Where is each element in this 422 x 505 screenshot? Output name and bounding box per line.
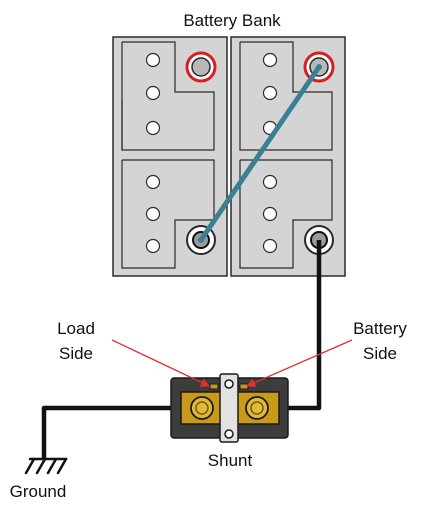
load-side-label-line1: Load xyxy=(57,319,95,338)
vent-cap-icon xyxy=(145,206,161,222)
battery-left xyxy=(112,36,228,277)
vent-cap-icon xyxy=(262,52,278,68)
ground-symbol-icon xyxy=(24,457,68,475)
sense-screw-icon xyxy=(224,379,234,389)
vent-cap-icon xyxy=(262,238,278,254)
shunt xyxy=(170,373,289,443)
vent-cap-icon xyxy=(145,174,161,190)
sense-screw-icon xyxy=(224,429,234,439)
jumper-cable xyxy=(198,64,322,243)
ground-cable xyxy=(41,405,205,458)
shunt-battery-bolt-icon xyxy=(245,396,269,420)
vent-cap-icon xyxy=(145,85,161,101)
battery-right xyxy=(230,36,346,277)
vent-cap-icon xyxy=(262,85,278,101)
vent-cap-icon xyxy=(145,52,161,68)
vent-cap-icon xyxy=(262,174,278,190)
battery-side-arrow xyxy=(246,339,353,387)
battery-side-label-line1: Battery xyxy=(353,319,407,338)
shunt-label: Shunt xyxy=(208,451,253,470)
jumper-end xyxy=(316,64,322,70)
vent-cap-icon xyxy=(145,120,161,136)
battery-side-label-line2: Side xyxy=(363,344,397,363)
shunt-load-bolt-icon xyxy=(190,396,214,420)
load-side-label-line2: Side xyxy=(59,344,93,363)
vent-cap-icon xyxy=(262,206,278,222)
battery-bank-title: Battery Bank xyxy=(183,11,281,30)
load-side-arrow xyxy=(111,339,210,387)
vent-cap-icon xyxy=(145,238,161,254)
ground-label: Ground xyxy=(10,482,67,501)
jumper-end xyxy=(198,237,204,243)
left-battery-top-terminal-icon xyxy=(185,51,217,83)
